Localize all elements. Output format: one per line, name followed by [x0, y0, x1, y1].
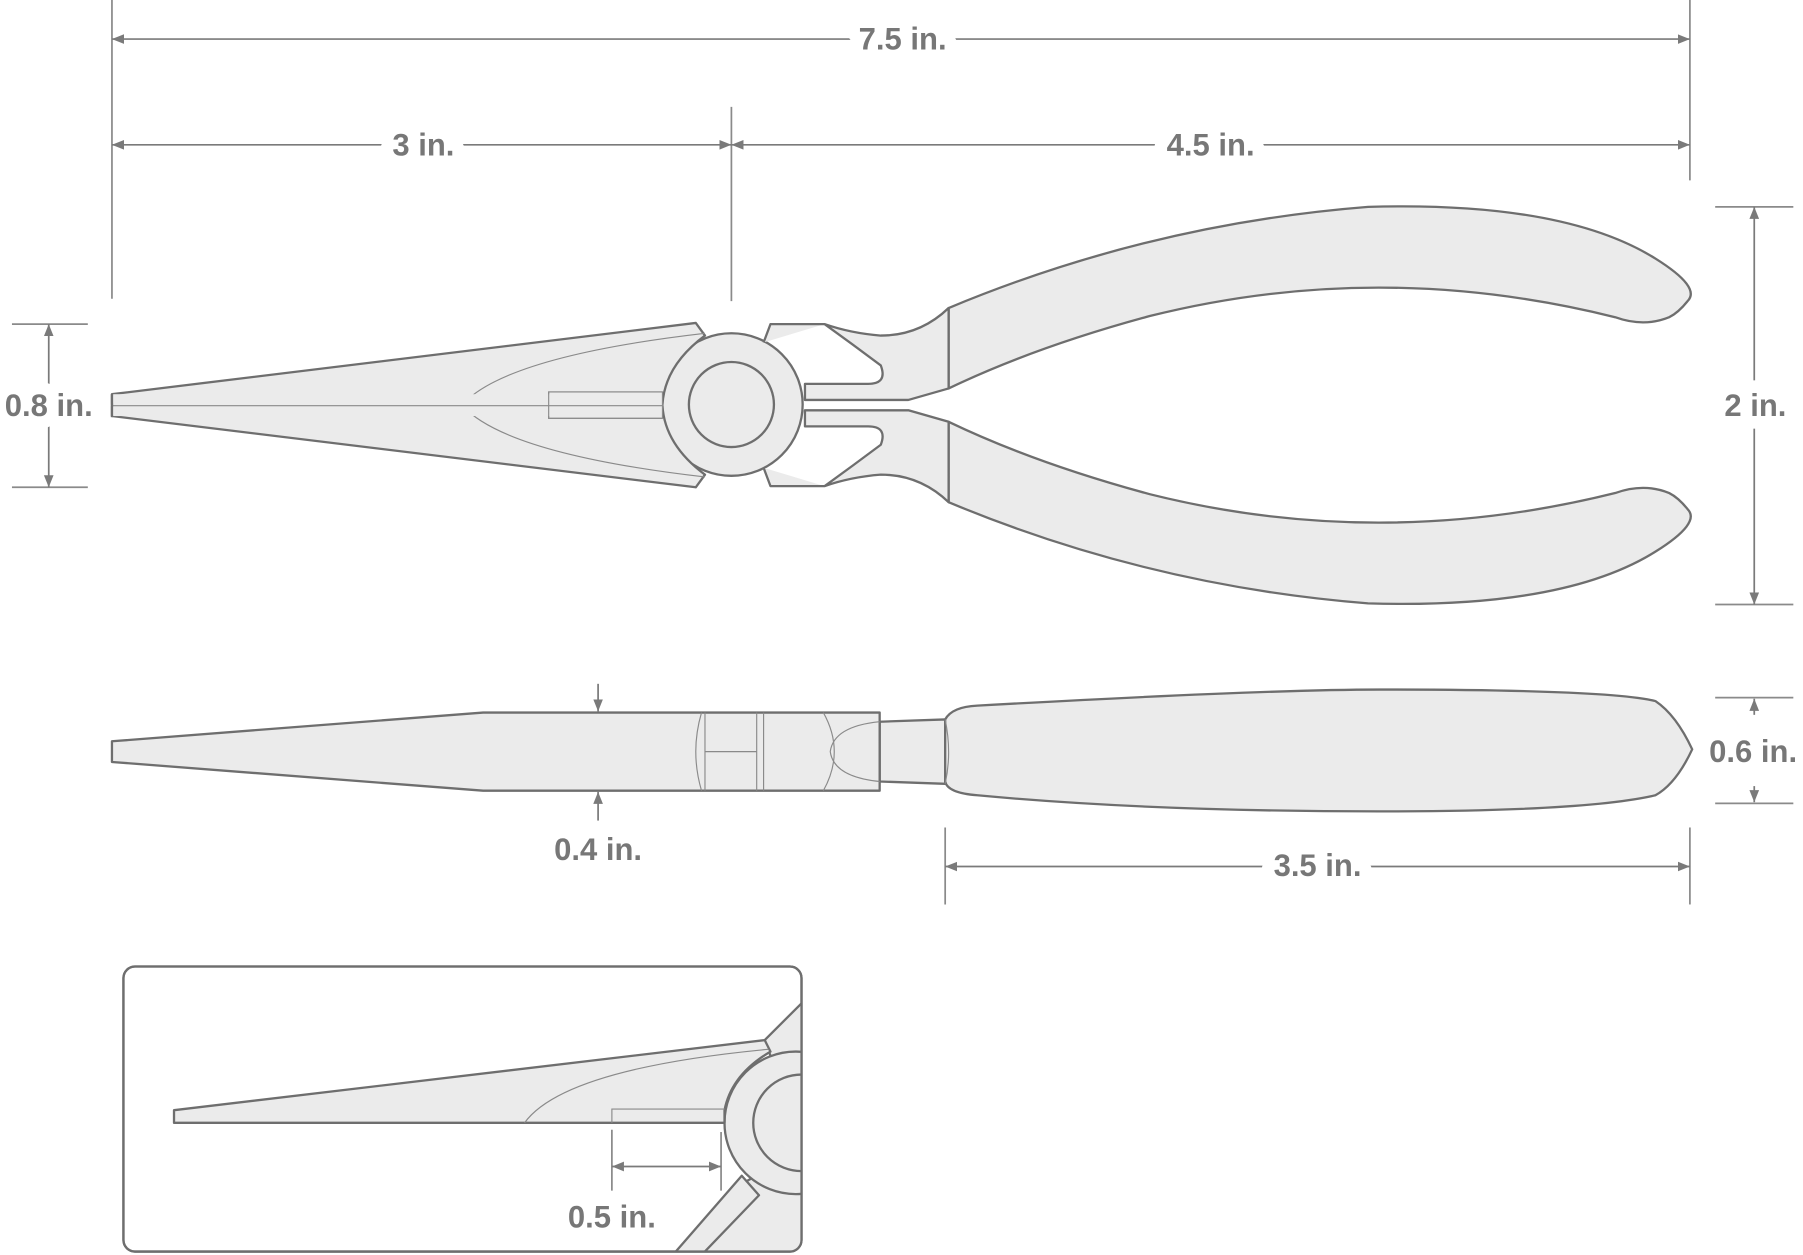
serration-length-label: 0.5 in. [568, 1200, 656, 1235]
jaw-detail-inset [122, 965, 803, 1253]
handle-span-label: 4.5 in. [1167, 127, 1255, 162]
jaw-length-label: 3 in. [392, 127, 454, 162]
handle-thickness-label: 0.6 in. [1709, 734, 1797, 769]
pivot-rivet [687, 360, 776, 449]
jaw-thickness-label: 0.4 in. [554, 832, 642, 867]
upper-half [110, 205, 1692, 477]
overall-length-label: 7.5 in. [859, 22, 947, 57]
pliers-top-view [110, 205, 1692, 606]
jaw-width-label: 0.8 in. [5, 388, 93, 423]
lower-half [110, 404, 1692, 606]
handle-width-label: 2 in. [1724, 388, 1786, 423]
pliers-side-view [110, 688, 1694, 813]
dimension-lines [11, 0, 1794, 1191]
grip-length-label: 3.5 in. [1274, 848, 1362, 883]
